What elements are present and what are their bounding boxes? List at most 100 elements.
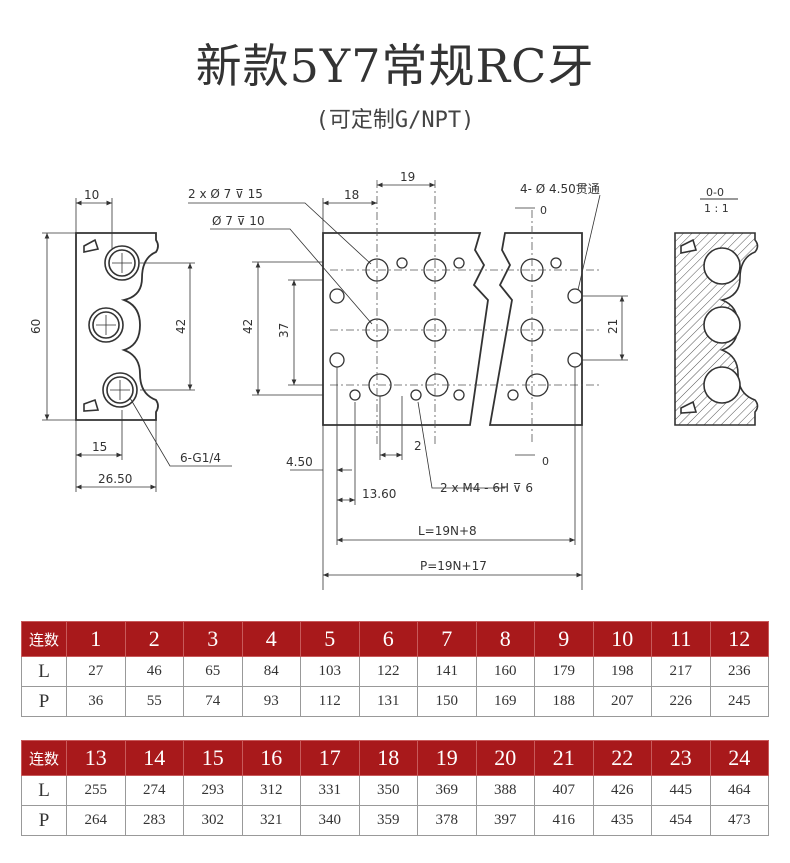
table-cell: 264 (66, 805, 126, 836)
count-cell: 13 (66, 740, 126, 776)
table-cell: 141 (417, 656, 477, 687)
table-cell: 473 (709, 805, 769, 836)
count-cell: 24 (709, 740, 769, 776)
table-cell: 36 (66, 686, 126, 717)
front-view-centerlines (330, 180, 600, 445)
table-cell: 179 (534, 656, 594, 687)
front-dim-L: L=19N+8 (418, 524, 477, 538)
table-cell: 65 (183, 656, 243, 687)
count-cell: 7 (417, 621, 477, 657)
table-cell: 131 (358, 686, 418, 717)
section-view (674, 198, 759, 426)
table-cell: 283 (124, 805, 184, 836)
front-dim-2: 2 (414, 439, 422, 453)
table-row: L 255 274 293 312 331 350 369 388 407 42… (21, 775, 769, 806)
table-row: P 36 55 74 93 112 131 150 169 188 207 22… (21, 686, 769, 717)
table-cell: 302 (183, 805, 243, 836)
count-cell: 17 (300, 740, 360, 776)
front-callout-thread: 2 x M4 - 6H ⊽ 6 (440, 481, 533, 495)
front-callout-hole: Ø 7 ⊽ 10 (212, 214, 265, 228)
count-cell: 20 (475, 740, 535, 776)
table-cell: 46 (124, 656, 184, 687)
table-cell: 103 (300, 656, 360, 687)
front-dim-42: 42 (241, 319, 255, 334)
count-cell: 23 (651, 740, 711, 776)
section-label: 0-0 (706, 186, 724, 199)
front-dim-13-60: 13.60 (362, 487, 396, 501)
table-cell: 236 (709, 656, 769, 687)
count-cell: 14 (124, 740, 184, 776)
count-cell: 15 (183, 740, 243, 776)
table-cell: 226 (651, 686, 711, 717)
count-cell: 3 (183, 621, 243, 657)
table-cell: 464 (709, 775, 769, 806)
front-dim-19: 19 (400, 170, 415, 184)
table-cell: 350 (358, 775, 418, 806)
count-cell: 11 (651, 621, 711, 657)
front-zero-bottom: 0 (542, 455, 549, 468)
table-cell: 369 (417, 775, 477, 806)
spec-table-1: 连数 1 2 3 4 5 6 7 8 9 10 11 12 L 27 46 65… (21, 621, 769, 717)
table-cell: 217 (651, 656, 711, 687)
table-cell: 93 (241, 686, 301, 717)
front-dim-21: 21 (606, 319, 620, 334)
table-cell: 84 (241, 656, 301, 687)
table-cell: 435 (592, 805, 652, 836)
row-label: P (21, 805, 67, 836)
count-cell: 22 (592, 740, 652, 776)
table-cell: 74 (183, 686, 243, 717)
front-dim-18: 18 (344, 188, 359, 202)
table-header-row: 连数 1 2 3 4 5 6 7 8 9 10 11 12 (21, 621, 769, 657)
count-cell: 4 (241, 621, 301, 657)
count-cell: 5 (300, 621, 360, 657)
table-cell: 245 (709, 686, 769, 717)
count-cell: 12 (709, 621, 769, 657)
left-view (75, 232, 159, 421)
page-subtitle: (可定制G/NPT) (315, 108, 475, 133)
front-view-dimensions (188, 182, 628, 590)
table-cell: 331 (300, 775, 360, 806)
table-cell: 312 (241, 775, 301, 806)
front-callout-through: 4- Ø 4.50贯通 (520, 182, 600, 196)
table-cell: 255 (66, 775, 126, 806)
front-view-holes (329, 257, 583, 401)
table-cell: 198 (592, 656, 652, 687)
table-cell: 378 (417, 805, 477, 836)
table-cell: 27 (66, 656, 126, 687)
table-cell: 293 (183, 775, 243, 806)
count-cell: 19 (417, 740, 477, 776)
table-row: L 27 46 65 84 103 122 141 160 179 198 21… (21, 656, 769, 687)
count-cell: 2 (124, 621, 184, 657)
left-dim-10: 10 (84, 188, 99, 202)
table-cell: 445 (651, 775, 711, 806)
front-callout-counterbore: 2 x Ø 7 ⊽ 15 (188, 187, 263, 201)
row-label: L (21, 775, 67, 806)
count-cell: 10 (592, 621, 652, 657)
table-cell: 397 (475, 805, 535, 836)
table-cell: 407 (534, 775, 594, 806)
technical-drawing: 10 60 42 15 26.50 6-G1/4 (29, 170, 759, 590)
front-dim-4-50: 4.50 (286, 455, 313, 469)
table-header-row: 连数 13 14 15 16 17 18 19 20 21 22 23 24 (21, 740, 769, 776)
header-label: 连数 (21, 621, 67, 657)
header-label: 连数 (21, 740, 67, 776)
spec-table-2: 连数 13 14 15 16 17 18 19 20 21 22 23 24 L… (21, 740, 769, 836)
table-cell: 122 (358, 656, 418, 687)
count-cell: 1 (66, 621, 126, 657)
table-cell: 274 (124, 775, 184, 806)
left-dim-15: 15 (92, 440, 107, 454)
left-dim-60: 60 (29, 319, 43, 334)
table-cell: 55 (124, 686, 184, 717)
count-cell: 21 (534, 740, 594, 776)
table-cell: 359 (358, 805, 418, 836)
table-cell: 388 (475, 775, 535, 806)
left-dim-26-50: 26.50 (98, 472, 132, 486)
table-cell: 160 (475, 656, 535, 687)
left-callout-thread: 6-G1/4 (180, 451, 221, 465)
table-cell: 426 (592, 775, 652, 806)
front-zero-top: 0 (540, 204, 547, 217)
table-cell: 454 (651, 805, 711, 836)
left-view-dimensions (42, 198, 232, 492)
table-cell: 150 (417, 686, 477, 717)
count-cell: 18 (358, 740, 418, 776)
